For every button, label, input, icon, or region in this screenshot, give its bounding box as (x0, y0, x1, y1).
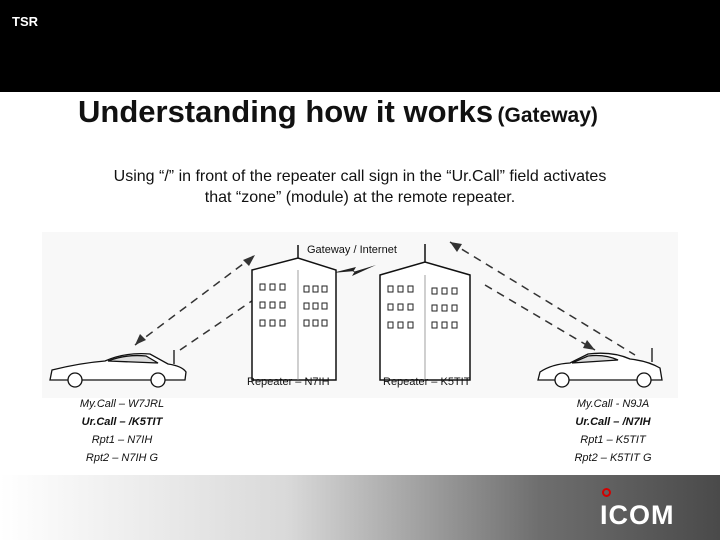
right-link-arrow-up (450, 242, 462, 252)
right-station-info: My.Call - N9JA Ur.Call – /N7IH Rpt1 – K5… (553, 395, 673, 467)
lightning-bolt-icon (332, 265, 376, 276)
car-left-icon (49, 350, 187, 388)
logo-text: ICOM (600, 500, 675, 530)
title-main: Understanding how it works (78, 94, 494, 129)
description: Using “/” in front of the repeater call … (60, 166, 660, 208)
logo-dot-icon (602, 488, 611, 497)
right-mycall: My.Call - N9JA (576, 398, 650, 410)
repeater-left-label: Repeater – N7IH (247, 376, 330, 388)
left-link-arrow-up (243, 255, 255, 266)
repeater-right-label: Repeater – K5TIT (383, 376, 471, 388)
description-line-2: that “zone” (module) at the remote repea… (204, 189, 516, 206)
right-rpt2: Rpt2 – K5TIT G (574, 452, 652, 464)
right-radio-link (449, 241, 636, 356)
left-urcall: Ur.Call – /K5TIT (81, 416, 163, 428)
left-station-info: My.Call – W7JRL Ur.Call – /K5TIT Rpt1 – … (62, 395, 182, 467)
right-link-arrow-down (583, 340, 595, 350)
header-tag: TSR (12, 14, 38, 29)
left-radio-link (134, 254, 266, 351)
description-line-1: Using “/” in front of the repeater call … (113, 168, 607, 185)
page-title: Understanding how it works (Gateway) (78, 94, 598, 130)
left-link-arrow-down (135, 334, 146, 345)
left-rpt1: Rpt1 – N7IH (91, 434, 153, 446)
right-rpt1: Rpt1 – K5TIT (580, 434, 646, 446)
building-right-icon (379, 244, 471, 381)
title-sub: (Gateway) (497, 104, 598, 127)
left-rpt2: Rpt2 – N7IH G (85, 452, 159, 464)
right-urcall: Ur.Call – /N7IH (575, 416, 651, 428)
footer-gradient (0, 475, 720, 540)
network-diagram (42, 232, 678, 398)
header-band: TSR (0, 0, 720, 92)
building-left-icon (251, 245, 337, 381)
car-right-icon (537, 348, 663, 388)
left-mycall: My.Call – W7JRL (79, 398, 165, 410)
icom-logo: ICOM (596, 486, 696, 530)
gateway-label: Gateway / Internet (307, 244, 397, 256)
